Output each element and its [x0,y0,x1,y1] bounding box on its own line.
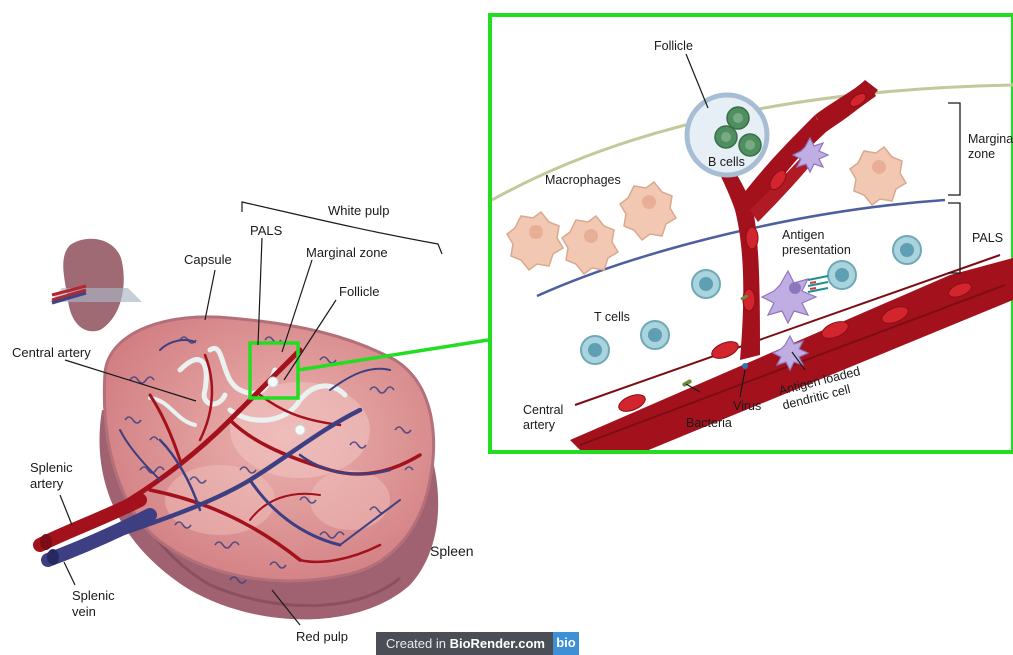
capsule-label: Capsule [184,252,232,267]
spleen-thumbnail-icon [50,239,142,332]
biorender-credit-badge[interactable]: Created in BioRender.com bio [376,632,579,655]
macrophages-label: Macrophages [545,173,621,187]
pals-label: PALS [250,223,283,238]
spleen-label: Spleen [430,543,474,559]
virus-mark [742,363,748,369]
credit-text: Created in BioRender.com [376,632,553,655]
white-pulp-label: White pulp [328,203,389,218]
central-artery-label: Central artery [12,345,91,360]
biorender-logo: bio [553,632,579,655]
b-cells-label: B cells [708,155,745,169]
t-cells-label: T cells [594,310,630,324]
marginal-zone-label: Marginal zone [306,245,388,260]
follicle-label: Follicle [339,284,379,299]
pals-side-label: PALS [972,231,1003,245]
splenic-vein-label: Splenic vein [72,588,118,619]
virus-label: Virus [733,399,761,413]
inset-follicle-label: Follicle [654,39,693,53]
red-pulp-label: Red pulp [296,629,348,644]
splenic-artery-label: Splenic artery [30,460,76,491]
spleen-cross-section [40,317,438,620]
zoomed-inset-panel: Follicle B cells Macrophages T cells Ant… [490,15,1013,470]
bacteria-label: Bacteria [686,416,732,430]
